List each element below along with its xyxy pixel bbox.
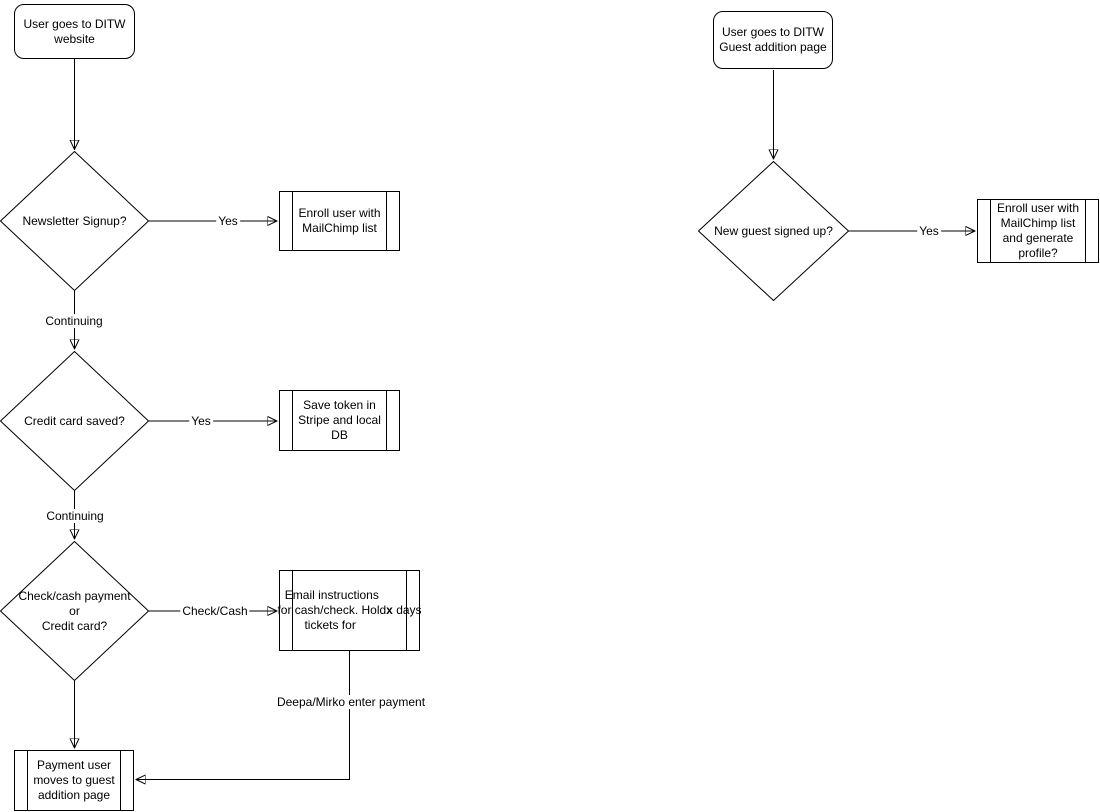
node-enroll-mailchimp-label: Enroll user with MailChimp list (298, 206, 381, 235)
email-instructions-bold-x: x (386, 603, 393, 617)
node-decision-credit-card-saved[interactable]: Credit card saved? (0, 351, 149, 491)
node-payment-user-moves[interactable]: Payment user moves to guest addition pag… (14, 750, 134, 811)
node-start-left-label: User goes to DITW website (23, 16, 126, 46)
edge-label-credit-yes: Yes (189, 414, 213, 428)
node-decision-credit-card-saved-label: Credit card saved? (24, 413, 125, 428)
node-email-instructions[interactable]: Email instructions for cash/check. Hold … (277, 570, 422, 651)
connector-email-to-paymentuser[interactable] (137, 651, 350, 780)
edge-label-new-guest-yes: Yes (917, 224, 941, 238)
node-decision-new-guest-signed-up-label: New guest signed up? (714, 223, 833, 238)
node-save-token[interactable]: Save token in Stripe and local DB (279, 390, 400, 451)
edge-label-deepa-mirko: Deepa/Mirko enter payment (274, 695, 428, 709)
diamond-shape (698, 161, 849, 301)
node-decision-newsletter-signup-label: Newsletter Signup? (22, 213, 127, 228)
node-start-right-label: User goes to DITW Guest addition page (719, 25, 827, 54)
node-start-right[interactable]: User goes to DITW Guest addition page (713, 11, 833, 69)
edge-label-payment-check-cash: Check/Cash (180, 604, 250, 618)
edge-label-credit-continuing: Continuing (44, 509, 106, 523)
email-instructions-text: Email instructions for cash/check. Hold … (277, 588, 387, 632)
edge-label-newsletter-continuing: Continuing (43, 314, 105, 328)
edge-label-newsletter-yes: Yes (216, 214, 240, 228)
node-email-instructions-label: Email instructions for cash/check. Hold … (277, 571, 422, 650)
node-enroll-generate-profile-label: Enroll user with MailChimp list and gene… (996, 201, 1080, 260)
node-decision-newsletter-signup[interactable]: Newsletter Signup? (0, 151, 149, 291)
node-enroll-mailchimp[interactable]: Enroll user with MailChimp list (279, 191, 400, 251)
diamond-shape (0, 541, 149, 681)
node-enroll-generate-profile[interactable]: Enroll user with MailChimp list and gene… (977, 199, 1099, 263)
node-payment-user-moves-label: Payment user moves to guest addition pag… (33, 758, 115, 802)
node-decision-payment-method-label: Check/cash payment or Credit card? (18, 588, 131, 633)
node-decision-new-guest-signed-up[interactable]: New guest signed up? (698, 161, 849, 301)
diamond-shape (0, 351, 149, 491)
node-decision-payment-method[interactable]: Check/cash payment or Credit card? (0, 541, 149, 681)
node-start-left[interactable]: User goes to DITW website (14, 4, 135, 59)
email-instructions-text-tail: days (392, 603, 422, 617)
diamond-shape (0, 151, 149, 291)
node-save-token-label: Save token in Stripe and local DB (298, 398, 381, 442)
